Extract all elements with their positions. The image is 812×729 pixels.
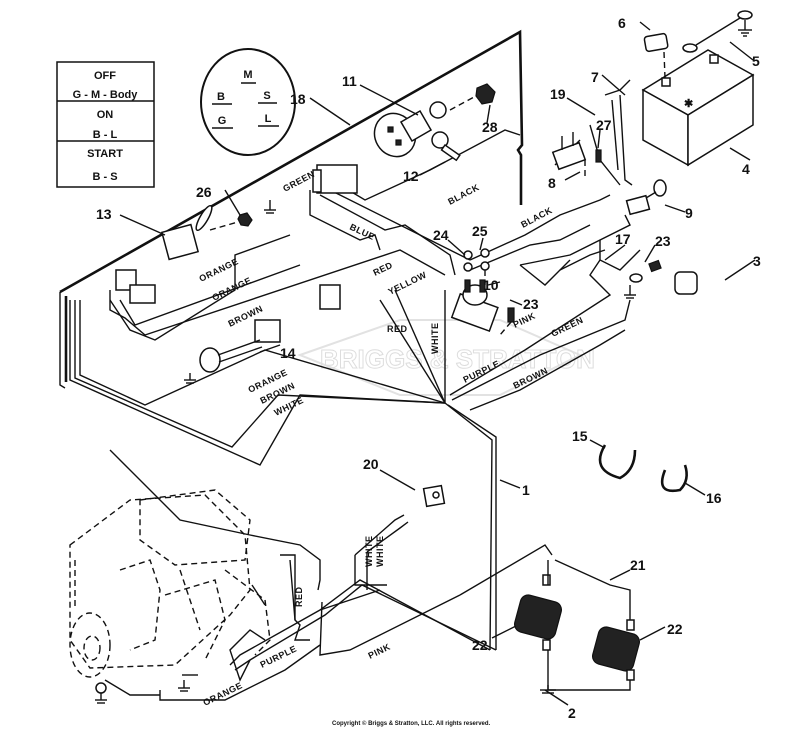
callout-14: 14: [280, 345, 296, 361]
svg-text:PINK: PINK: [366, 642, 392, 661]
svg-text:WHITE: WHITE: [375, 536, 385, 568]
callout-1: 1: [522, 482, 530, 498]
callout-28: 28: [482, 119, 498, 135]
svg-text:M: M: [243, 69, 252, 81]
left-connectors: [115, 269, 341, 343]
connector-block: [312, 164, 358, 194]
callout-17: 17: [615, 231, 631, 247]
nut: [449, 83, 496, 111]
ground-symbols: [95, 200, 556, 704]
battery: ✱: [641, 49, 755, 167]
svg-text:ORANGE: ORANGE: [210, 275, 253, 303]
callout-26: 26: [196, 184, 212, 200]
engine: [69, 489, 271, 678]
svg-text:GREEN: GREEN: [549, 315, 584, 339]
lower-wires: [104, 449, 631, 701]
main-harness-bundle: [229, 402, 497, 671]
callout-8: 8: [548, 175, 556, 191]
copyright-notice: Copyright © Briggs & Stratton, LLC. All …: [332, 720, 491, 727]
ground-terminal-parts: [624, 259, 698, 299]
callout-22a: 22: [472, 637, 488, 653]
table-conn-off: G - M - Body: [73, 89, 139, 101]
solenoid: [450, 248, 499, 333]
headlight-left: [513, 594, 563, 640]
bracket: [422, 484, 446, 508]
sender-unit: [199, 339, 263, 373]
table-state-on: ON: [97, 109, 114, 121]
callout-21: 21: [630, 557, 646, 573]
ground-cable: [682, 10, 753, 53]
terminal-cap: [643, 32, 669, 79]
callout-19: 19: [550, 86, 566, 102]
table-state-off: OFF: [94, 70, 116, 82]
svg-text:BLACK: BLACK: [519, 205, 554, 230]
callout-18: 18: [290, 91, 306, 107]
watermark: BRIGGS & STRATTON: [297, 319, 595, 396]
dash-panel: [59, 29, 524, 389]
svg-text:RED: RED: [387, 324, 408, 334]
svg-text:RED: RED: [294, 586, 304, 607]
svg-text:WHITE: WHITE: [430, 323, 440, 355]
callout-12: 12: [403, 168, 419, 184]
callout-11: 11: [342, 73, 357, 89]
svg-text:BRIGGS & STRATTON: BRIGGS & STRATTON: [320, 344, 595, 374]
svg-text:PINK: PINK: [511, 311, 537, 330]
toggle-switch: [160, 204, 253, 261]
svg-text:RED: RED: [371, 260, 394, 278]
svg-text:WHITE: WHITE: [364, 536, 374, 568]
table-conn-on: B - L: [93, 129, 118, 141]
callout-23b: 23: [655, 233, 671, 249]
svg-text:L: L: [265, 113, 272, 125]
headlight-right: [591, 626, 641, 672]
callouts: 1 2 3 4 5 6 7 8 9 10 11 12 13 14 15 16 1…: [96, 15, 761, 721]
callout-20: 20: [363, 456, 379, 472]
svg-text:BLACK: BLACK: [446, 182, 481, 207]
svg-text:ORANGE: ORANGE: [197, 256, 240, 284]
leader-lines: [119, 21, 756, 706]
svg-text:✱: ✱: [684, 98, 693, 110]
svg-text:B: B: [217, 91, 225, 103]
callout-23a: 23: [523, 296, 539, 312]
callout-3: 3: [753, 253, 761, 269]
callout-10: 10: [483, 277, 499, 293]
callout-16: 16: [706, 490, 722, 506]
callout-7: 7: [591, 69, 599, 85]
bolt: [499, 307, 515, 336]
ignition-terminal-diagram: M B S G L: [200, 48, 296, 156]
callout-24: 24: [433, 227, 449, 243]
callout-9: 9: [685, 205, 693, 221]
callout-15: 15: [572, 428, 588, 444]
svg-text:PURPLE: PURPLE: [258, 643, 298, 669]
table-state-start: START: [87, 148, 123, 160]
relay: [551, 132, 602, 180]
harness-wires: [69, 79, 641, 466]
headlight-switch: [625, 179, 667, 216]
switch-position-table: OFF G - M - Body ON B - L START B - S: [56, 61, 155, 188]
callout-4: 4: [742, 161, 750, 177]
clips: [598, 444, 688, 493]
svg-text:YELLOW: YELLOW: [386, 270, 428, 297]
svg-text:S: S: [263, 90, 270, 102]
callout-2: 2: [568, 705, 576, 721]
table-conn-start: B - S: [92, 171, 117, 183]
ignition-switch: [373, 109, 433, 158]
callout-22b: 22: [667, 621, 683, 637]
callout-5: 5: [752, 53, 760, 69]
callout-6: 6: [618, 15, 626, 31]
callout-13: 13: [96, 206, 112, 222]
ignition-key: [429, 101, 461, 162]
svg-text:G: G: [218, 115, 227, 127]
callout-25: 25: [472, 223, 488, 239]
callout-27: 27: [596, 117, 612, 133]
light-connectors: [542, 560, 635, 681]
svg-text:GREEN: GREEN: [281, 169, 316, 194]
